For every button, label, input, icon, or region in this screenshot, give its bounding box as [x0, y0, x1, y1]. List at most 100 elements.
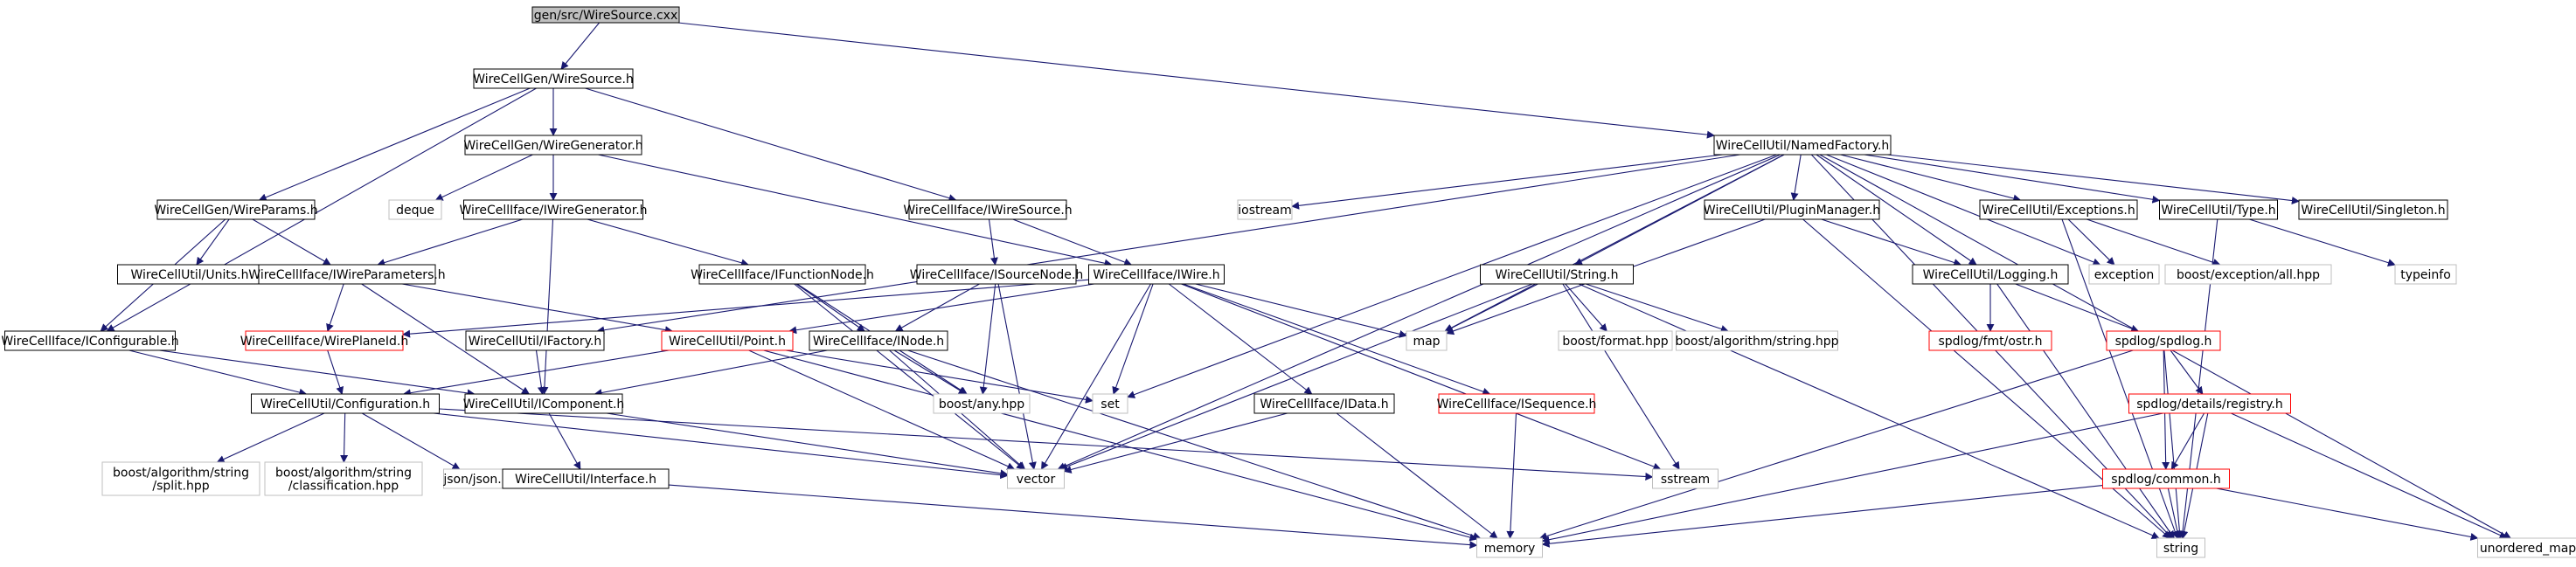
include-edge	[1059, 283, 1533, 471]
node-isourcenode[interactable]: WireCellIface/ISourceNode.h	[910, 264, 1083, 285]
node-gen-wiresource-h[interactable]: WireCellGen/WireSource.h	[473, 68, 634, 89]
node-label: boost/algorithm/string	[275, 467, 412, 481]
node-icomponent[interactable]: WireCellUtil/IComponent.h	[463, 393, 625, 414]
node-wireparams[interactable]: WireCellGen/WireParams.h	[154, 199, 318, 220]
node-spdlog-registry[interactable]: spdlog/details/registry.h	[2128, 393, 2291, 414]
node-boost-algorithm-string: boost/algorithm/string.hpp	[1675, 330, 1839, 351]
node-units[interactable]: WireCellUtil/Units.h	[117, 264, 262, 285]
include-edge	[326, 283, 344, 332]
node-string-h[interactable]: WireCellUtil/String.h	[1480, 264, 1634, 285]
node-label: WireCellUtil/Units.h	[130, 268, 248, 282]
node-box	[1979, 199, 2138, 220]
include-edge	[788, 283, 1094, 335]
node-spdlog-fmt-ostr[interactable]: spdlog/fmt/ostr.h	[1928, 330, 2052, 351]
node-memory: memory	[1476, 537, 1543, 558]
include-edge	[1168, 283, 1313, 395]
node-wiregenerator[interactable]: WireCellGen/WireGenerator.h	[463, 135, 643, 156]
node-label: deque	[396, 204, 434, 218]
include-edge	[893, 349, 967, 395]
node-pluginmanager[interactable]: WireCellUtil/PluginManager.h	[1704, 199, 1880, 220]
node-logging[interactable]: WireCellUtil/Logging.h	[1912, 264, 2069, 285]
node-boost-format: boost/format.hpp	[1558, 330, 1673, 351]
node-box	[464, 393, 623, 414]
include-edge	[1444, 154, 1785, 332]
node-label: iostream	[1238, 204, 1292, 218]
node-iwireparameters[interactable]: WireCellIface/IWireParameters.h	[248, 264, 446, 285]
node-box	[258, 264, 436, 285]
node-boost-classification: boost/algorithm/string/classification.hp…	[264, 461, 423, 496]
node-point[interactable]: WireCellUtil/Point.h	[661, 330, 794, 351]
node-isequence[interactable]: WireCellIface/ISequence.h	[1437, 393, 1597, 414]
node-box	[2477, 537, 2576, 558]
node-ifunctionnode[interactable]: WireCellIface/IFunctionNode.h	[691, 264, 874, 285]
include-edge	[439, 408, 1654, 481]
include-edge	[2015, 283, 2140, 333]
node-string: string	[2156, 537, 2205, 558]
node-label: WireCellUtil/Interface.h	[515, 473, 656, 487]
node-label: boost/format.hpp	[1562, 335, 1668, 349]
node-idata[interactable]: WireCellIface/IData.h	[1253, 393, 1395, 414]
node-singleton[interactable]: WireCellUtil/Singleton.h	[2298, 199, 2448, 220]
node-box	[2106, 330, 2221, 351]
node-type[interactable]: WireCellUtil/Type.h	[2159, 199, 2278, 220]
include-edge	[159, 349, 476, 398]
node-label: boost/algorithm/string.hpp	[1675, 335, 1838, 349]
node-sstream: sstream	[1652, 468, 1718, 489]
node-box	[1088, 264, 1225, 285]
node-label: exception	[2094, 268, 2154, 282]
node-iwireplaneid[interactable]: WireCellIface/WirePlaneId.h	[240, 330, 409, 351]
node-box	[1676, 330, 1838, 351]
node-inode[interactable]: WireCellIface/INode.h	[809, 330, 948, 351]
node-box	[2128, 393, 2291, 414]
node-box	[1713, 135, 1892, 156]
node-iwire[interactable]: WireCellIface/IWire.h	[1088, 264, 1225, 285]
node-label: WireCellGen/WireSource.h	[473, 73, 634, 86]
include-edges	[100, 22, 2511, 550]
include-edge	[252, 218, 331, 266]
include-edge	[2231, 412, 2508, 539]
node-box	[2102, 468, 2230, 489]
node-box	[1092, 393, 1128, 414]
include-edge	[402, 279, 1089, 338]
include-edge	[2163, 349, 2184, 539]
node-root[interactable]: gen/src/WireSource.cxx	[531, 6, 680, 24]
node-label: WireCellGen/WireParams.h	[154, 204, 317, 218]
include-edge	[258, 87, 531, 202]
node-json: json/json.h	[442, 468, 510, 489]
node-namedfactory[interactable]: WireCellUtil/NamedFactory.h	[1713, 135, 1892, 156]
node-iconfigurable[interactable]: WireCellIface/IConfigurable.h	[1, 330, 179, 351]
node-label: gen/src/WireSource.cxx	[534, 9, 678, 23]
node-label: WireCellIface/IFunctionNode.h	[691, 268, 874, 282]
node-boost-split: boost/algorithm/string/split.hpp	[101, 461, 260, 496]
include-edge	[1887, 154, 2300, 204]
node-spdlog-spdlog[interactable]: spdlog/spdlog.h	[2106, 330, 2221, 351]
include-edge	[1585, 283, 1729, 333]
node-iwiregenerator[interactable]: WireCellIface/IWireGenerator.h	[459, 199, 648, 220]
include-edge	[1541, 485, 2103, 548]
include-edge	[196, 218, 230, 266]
node-set: set	[1092, 393, 1128, 414]
node-iwiresource[interactable]: WireCellIface/IWireSource.h	[903, 199, 1073, 220]
include-edge	[2067, 218, 2115, 266]
node-box	[2156, 537, 2205, 558]
node-label: boost/exception/all.hpp	[2177, 268, 2320, 282]
node-interface[interactable]: WireCellUtil/Interface.h	[502, 468, 670, 489]
node-exceptions[interactable]: WireCellUtil/Exceptions.h	[1979, 199, 2138, 220]
node-label: /classification.hpp	[288, 480, 399, 494]
include-edge	[1578, 283, 2160, 539]
include-edge	[1195, 283, 1407, 338]
node-box	[1652, 468, 1718, 489]
node-label: sstream	[1661, 473, 1710, 487]
include-edge	[748, 349, 1016, 470]
node-ifactory[interactable]: WireCellUtil/IFactory.h	[465, 330, 605, 351]
node-label: WireCellUtil/Exceptions.h	[1982, 204, 2135, 218]
include-edge	[1541, 412, 2163, 544]
include-edge	[795, 283, 865, 332]
include-edge	[1826, 154, 2101, 266]
include-edge	[327, 349, 344, 395]
node-configuration[interactable]: WireCellUtil/Configuration.h	[251, 393, 440, 414]
include-edge	[361, 412, 461, 470]
node-spdlog-common[interactable]: spdlog/common.h	[2102, 468, 2230, 489]
node-box	[916, 264, 1077, 285]
node-box	[1007, 468, 1065, 489]
